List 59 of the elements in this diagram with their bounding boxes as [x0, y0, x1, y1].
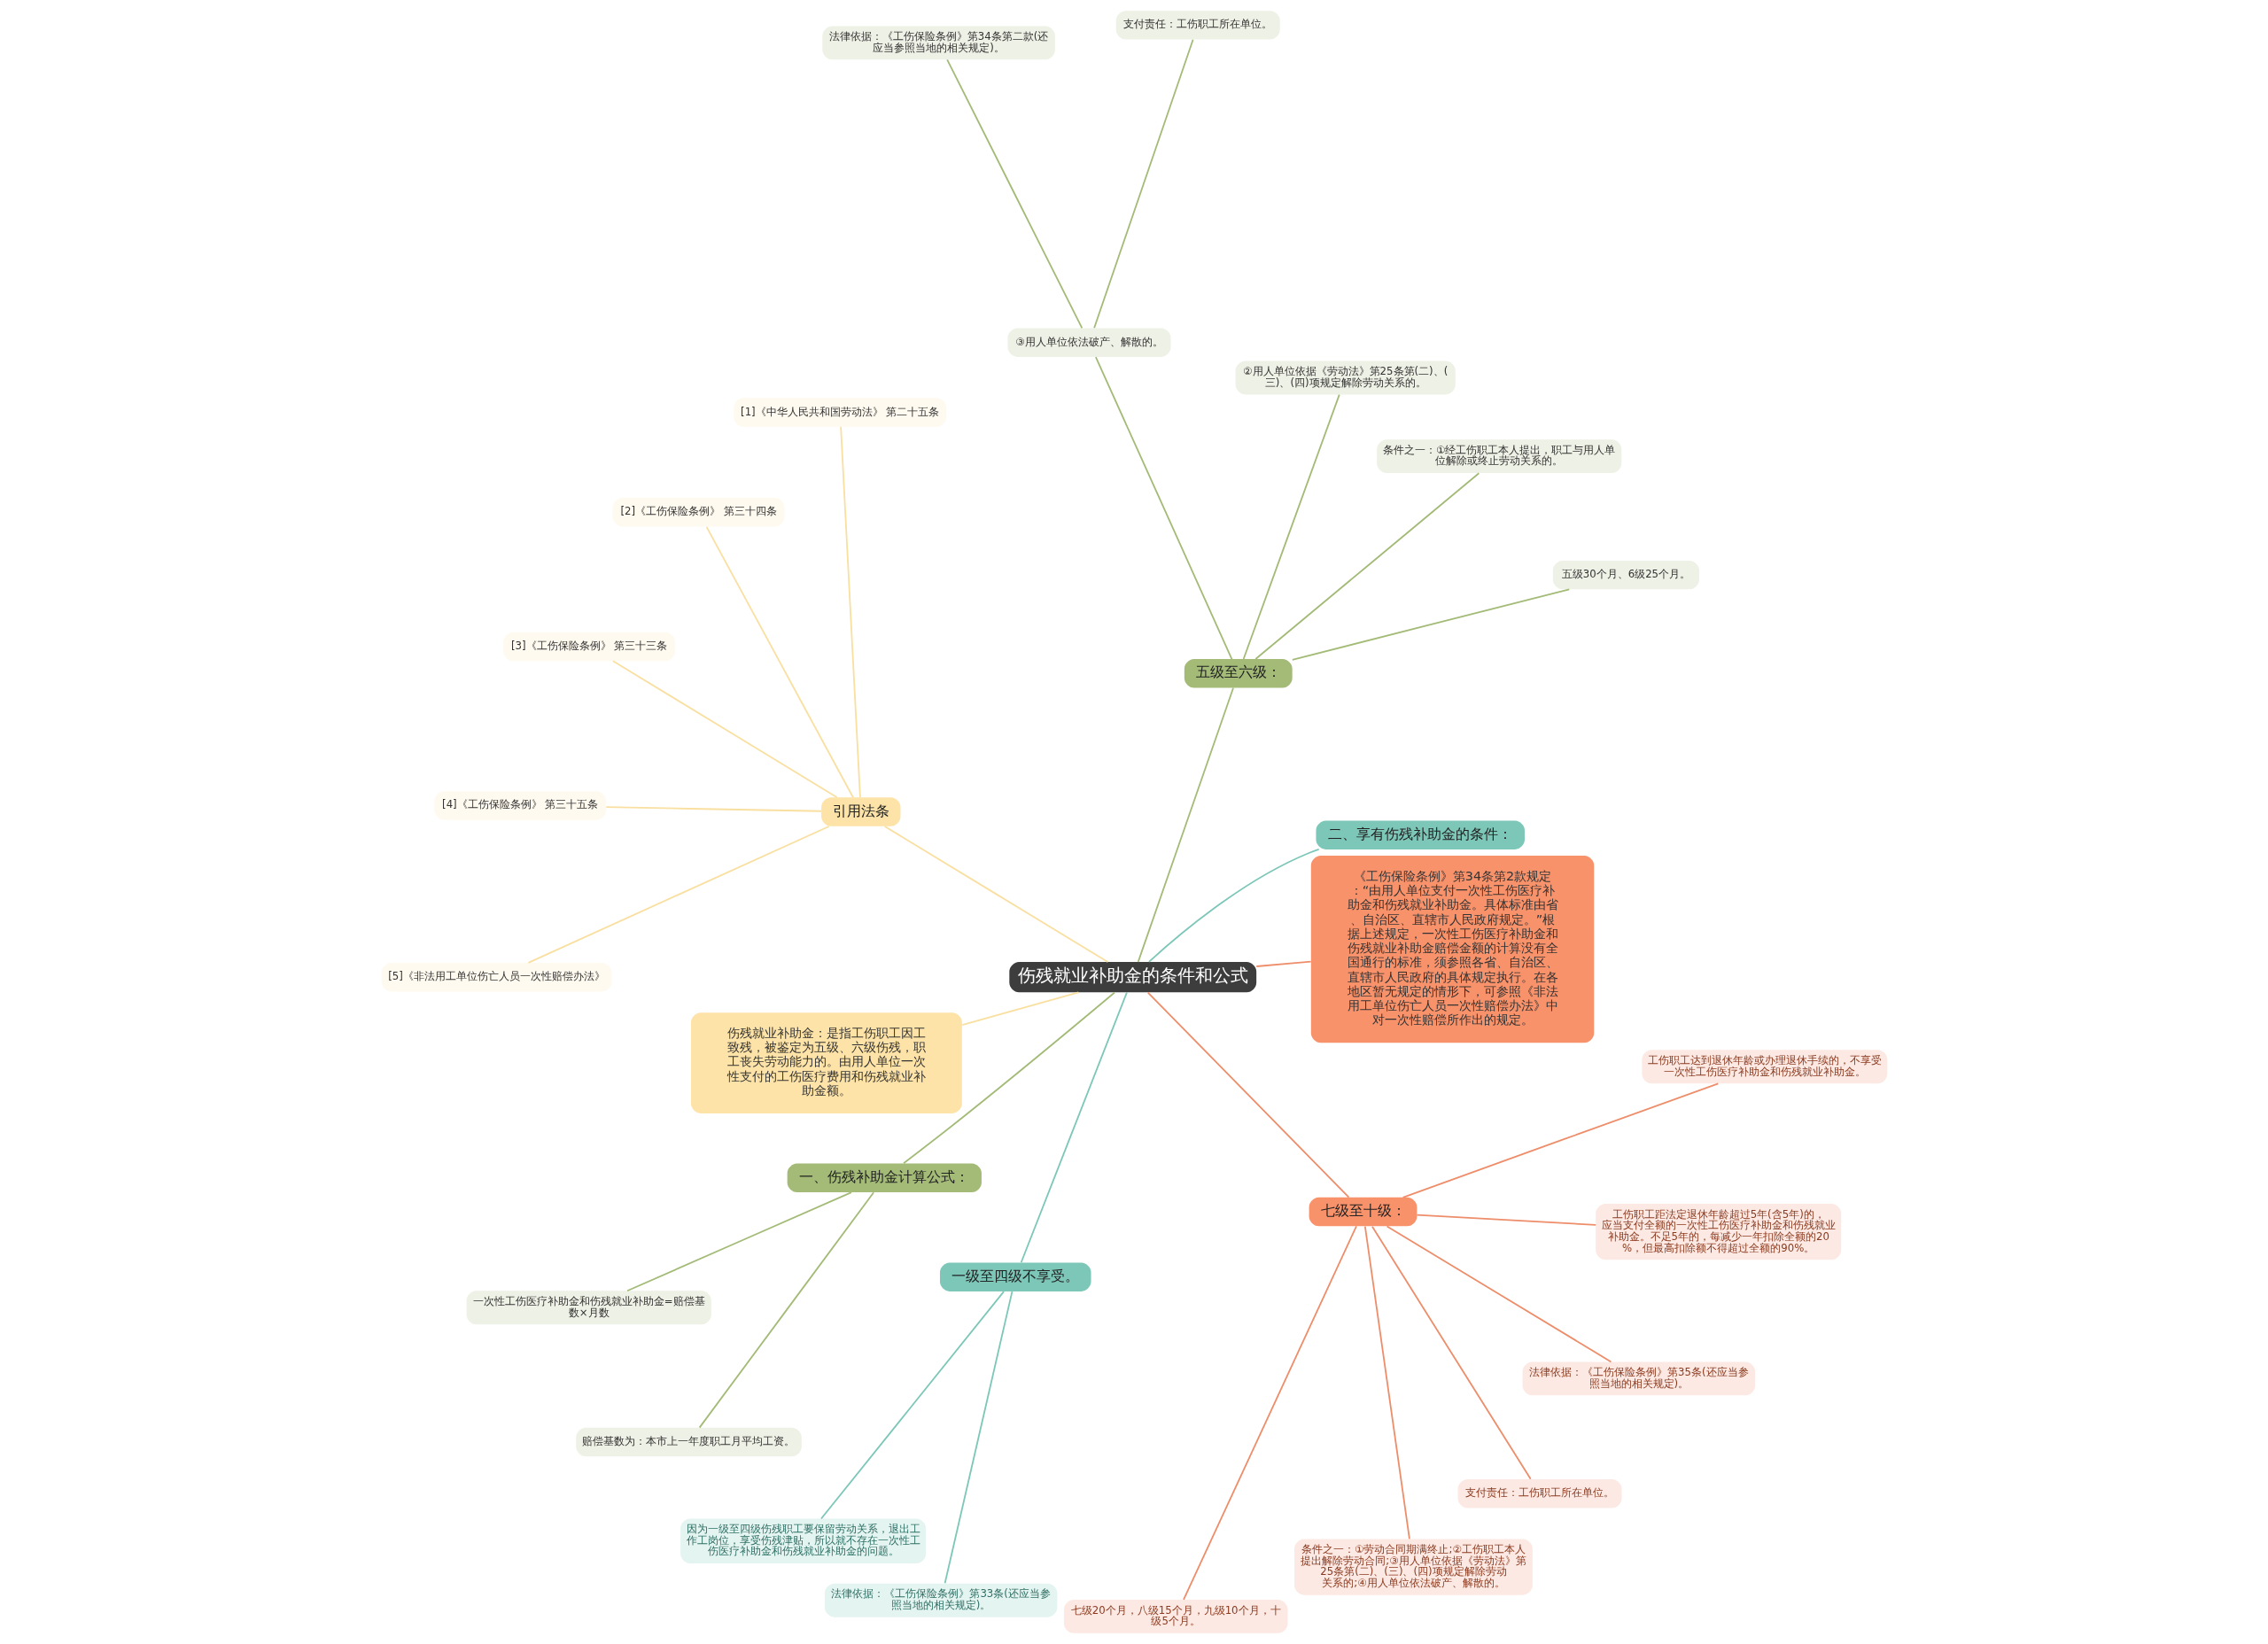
- connector: [1146, 991, 1349, 1198]
- node-box: ③用人单位依法破产、解散的。: [1006, 328, 1171, 357]
- connector: [1242, 393, 1340, 660]
- connector: [1363, 1225, 1410, 1540]
- connector: [1094, 356, 1232, 660]
- node-box: 七级20个月，八级15个月，九级10个月，十级5个月。: [1063, 1599, 1288, 1633]
- node-box: [5]《非法用工单位伤亡人员一次性赔偿办法》: [381, 962, 611, 992]
- node-box: 一次性工伤医疗补助金和伤残就业补助金=赔偿基数×月数: [466, 1291, 711, 1325]
- connector: [1402, 1082, 1719, 1198]
- connector: [611, 660, 838, 799]
- connector: [1254, 960, 1312, 967]
- node-box: [2]《工伤保险条例》 第三十四条: [612, 498, 785, 527]
- connector: [1147, 849, 1320, 963]
- node-box: 五级30个月、6级25个月。: [1552, 560, 1699, 590]
- node-box: 一、伤残补助金计算公式：: [787, 1163, 982, 1192]
- node-box: 条件之一：①劳动合同期满终止;②工伤职工本人提出解除劳动合同;③用人单位依据《劳动法》第25条第(二)、(三)、(四)项规定解除劳动关系的;④用人单位依法破产、解散的。: [1293, 1539, 1533, 1595]
- node-box: [3]《工伤保险条例》 第三十三条: [502, 632, 675, 662]
- connector: [960, 991, 1079, 1026]
- node-box: 七级至十级：: [1309, 1197, 1417, 1227]
- node-box: 因为一级至四级伤残职工要保留劳动关系，退出工作工岗位，享受伤残津贴，所以就不存在一次性工伤医疗补助金和伤残就业补助金的问题。: [680, 1518, 926, 1564]
- node-box: 条件之一：①经工伤职工本人提出，职工与用人单位解除或终止劳动关系的。: [1376, 439, 1621, 474]
- connector: [1416, 1214, 1596, 1226]
- node-box: 伤残就业补助金的条件和公式: [1008, 962, 1256, 993]
- node-box: 赔偿基数为：本市上一年度职工月平均工资。: [575, 1427, 802, 1457]
- node-box: 工伤职工达到退休年龄或办理退休手续的，不享受一次性工伤医疗补助金和伤残就业补助金。: [1641, 1050, 1887, 1084]
- connector: [1291, 588, 1570, 661]
- connector: [1137, 686, 1234, 963]
- node-box: 《工伤保险条例》第34条第2款规定：“由用人单位支付一次性工伤医疗补助金和伤残就业补助金。具体标准由省、自治区、直辖市人民政府规定。”根据上述规定，一次性工伤医疗补助金和伤残就业补助金赔偿金额的计算没有全国通行的标准，须参照各省、自治区、直辖市人民政府的具体规定执行。在各地区暂无规定的情形下，可参照《非法用工单位伤亡人员一次性赔偿办法》中对一次性赔偿所作出的规定。: [1310, 856, 1594, 1043]
- node-box: 支付责任：工伤职工所在单位。: [1457, 1479, 1622, 1508]
- connector: [698, 1191, 874, 1429]
- node-box: 二、享有伤残补助金的条件：: [1315, 820, 1525, 849]
- connector: [625, 1191, 852, 1292]
- connector: [839, 425, 861, 799]
- node-box: ②用人单位依据《劳动法》第25条第(二)、(三)、(四)项规定解除劳动关系的。: [1235, 361, 1456, 395]
- node-box: 引用法条: [820, 797, 900, 826]
- connector: [1020, 991, 1128, 1264]
- connector: [944, 1291, 1013, 1585]
- node-box: 五级至六级：: [1184, 659, 1293, 688]
- connector: [1371, 1225, 1532, 1480]
- connector: [1386, 1225, 1612, 1363]
- connector: [902, 991, 1115, 1165]
- node-box: [1]《中华人民共和国劳动法》 第二十五条: [733, 398, 946, 427]
- connector: [604, 806, 822, 812]
- node-box: 法律依据：《工伤保险条例》第34条第二款(还应当参照当地的相关规定)。: [821, 26, 1055, 60]
- node-box: 工伤职工距法定退休年龄超过5年(含5年)的，应当支付全额的一次性工伤医疗补助金和伤残就业补助金。不足5年的，每减少一年扣除全额的20%，但最高扣除额不得超过全额的90%。: [1595, 1204, 1841, 1260]
- connector: [705, 525, 854, 799]
- connector: [527, 826, 830, 964]
- connector: [883, 826, 1108, 963]
- node-box: 法律依据：《工伤保险条例》第35条(还应当参照当地的相关规定)。: [1522, 1361, 1755, 1396]
- connector: [1182, 1225, 1357, 1601]
- connector: [1254, 472, 1480, 660]
- node-box: 伤残就业补助金：是指工伤职工因工致残，被鉴定为五级、六级伤残，职工丧失劳动能力的。由用人单位一次性支付的工伤医疗费用和伤残就业补助金额。: [690, 1012, 962, 1113]
- connector: [945, 58, 1083, 330]
- connector: [1092, 38, 1193, 330]
- node-box: 支付责任：工伤职工所在单位。: [1115, 11, 1280, 40]
- node-box: 法律依据：《工伤保险条例》第33条(还应当参照当地的相关规定)。: [824, 1583, 1057, 1617]
- node-box: 一级至四级不享受。: [939, 1262, 1091, 1291]
- connector: [819, 1291, 1005, 1520]
- node-box: [4]《工伤保险条例》 第三十五条: [433, 791, 606, 820]
